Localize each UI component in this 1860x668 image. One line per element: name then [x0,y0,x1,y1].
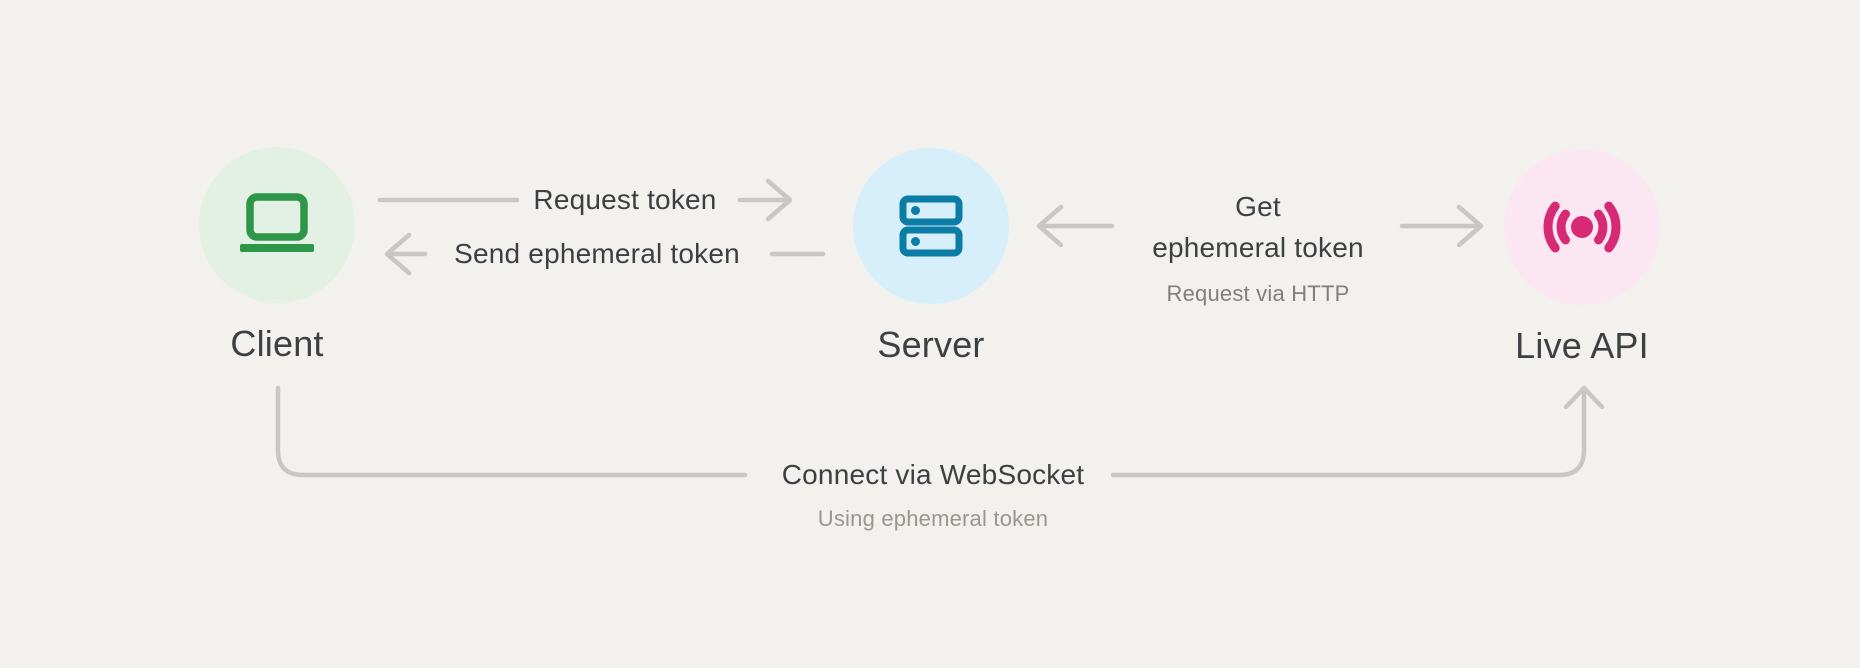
websocket-arrowhead [1563,385,1605,410]
server-icon [899,195,963,257]
server-circle [853,148,1009,304]
server-node: Server [821,148,1041,364]
liveapi-label: Live API [1515,325,1649,366]
client-label: Client [230,323,324,364]
client-circle [199,147,355,303]
websocket-path-left [275,385,748,478]
request-token-label: Request token [533,184,717,215]
get-token-label: Get ephemeral token [1152,186,1364,268]
send-token-arrow [384,232,428,276]
request-token-arrow [737,178,793,222]
client-node: Client [167,147,387,363]
liveapi-node: Live API [1472,149,1692,365]
broadcast-icon [1543,201,1621,253]
request-http-sublabel: Request via HTTP [1166,281,1350,306]
get-token-label-line2: ephemeral token [1152,232,1364,263]
get-token-label-line1: Get [1235,191,1281,222]
websocket-path-right [1110,389,1587,478]
server-label: Server [877,324,985,365]
laptop-icon [240,193,314,252]
get-token-arrow-right [1399,204,1484,248]
liveapi-circle [1504,149,1660,305]
send-token-label: Send ephemeral token [454,238,740,269]
connect-websocket-label: Connect via WebSocket [781,459,1085,490]
using-token-sublabel: Using ephemeral token [817,506,1049,531]
get-token-arrow-left [1036,204,1115,248]
